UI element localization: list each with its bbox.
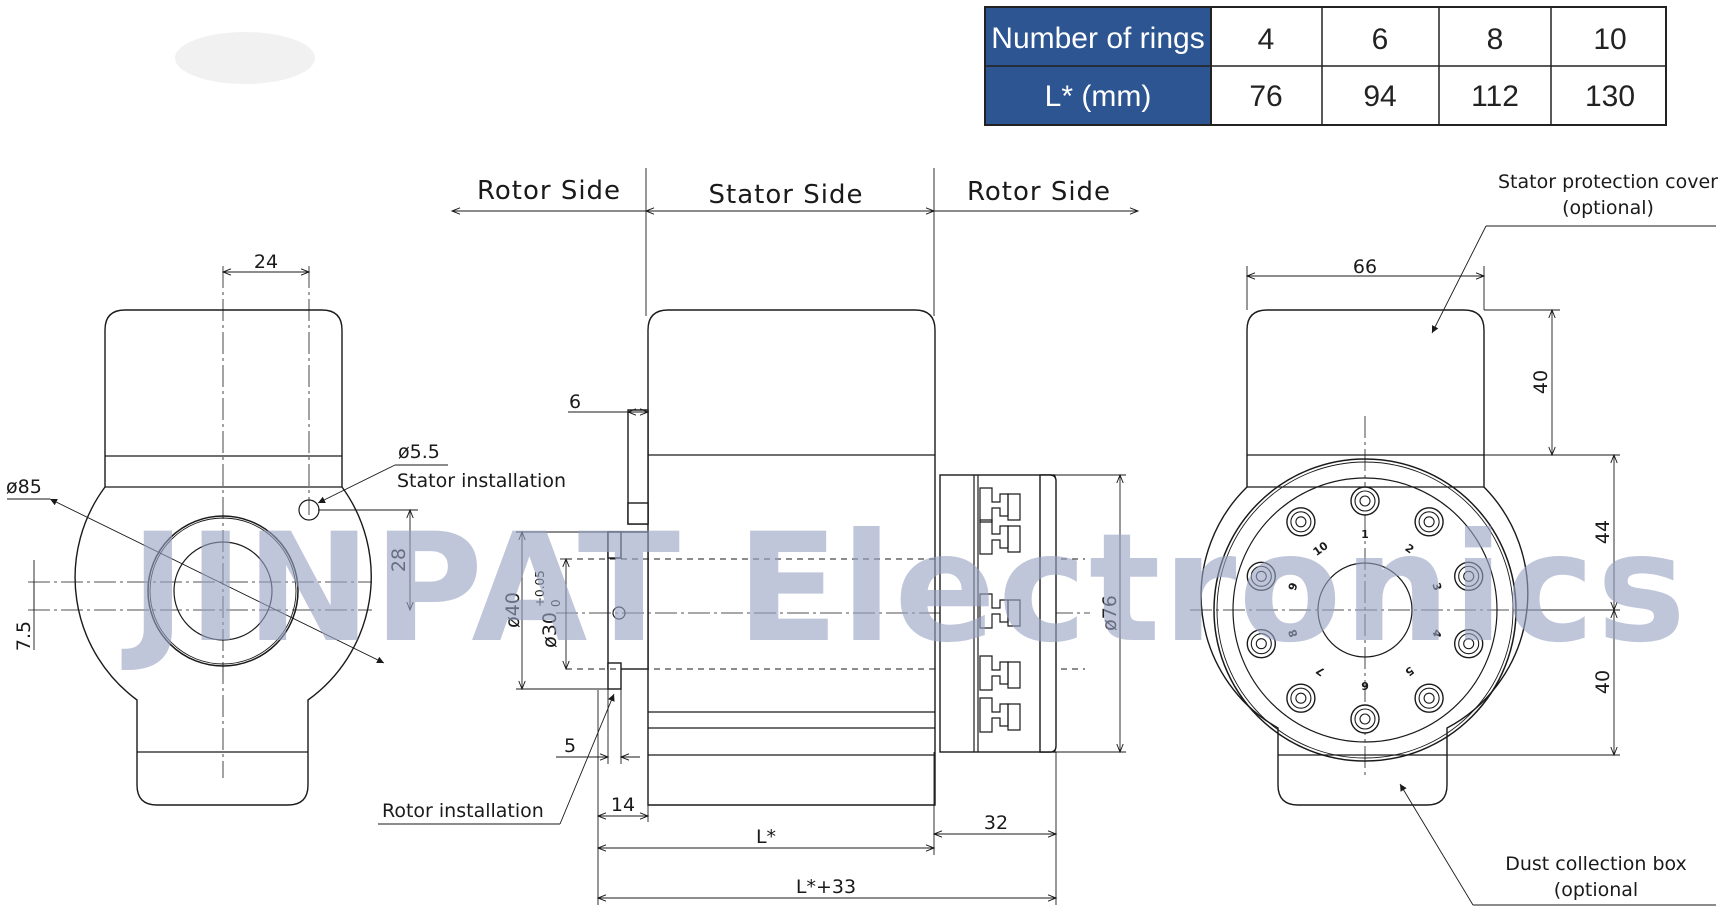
label-dust-box: Dust collection box <box>1505 853 1687 875</box>
dim-14: 14 <box>611 794 635 816</box>
ring-number-label: 9 <box>1286 581 1301 592</box>
dim-L-plus-33: L*+33 <box>796 876 856 898</box>
label-stator-installation: Stator installation <box>397 470 566 492</box>
dim-d76: ø76 <box>1099 595 1121 631</box>
ring-terminal-post <box>1350 486 1380 516</box>
dim-d85: ø85 <box>6 476 42 498</box>
dim-d30-tol-lower: 0 <box>549 599 563 607</box>
table-row1-label: Number of rings <box>991 22 1204 55</box>
dim-d40: ø40 <box>502 592 524 628</box>
spec-table: Number of rings L* (mm) 4 6 8 10 76 94 1… <box>984 6 1667 126</box>
table-cell-length: 130 <box>1585 80 1635 113</box>
dim-d30-tol-upper: +0.05 <box>533 570 547 607</box>
terminal-block <box>979 487 1021 733</box>
ring-number-label: 3 <box>1429 581 1444 592</box>
dim-66: 66 <box>1353 256 1377 278</box>
ring-number-label: 8 <box>1286 628 1301 639</box>
ring-terminal-post <box>1414 683 1444 713</box>
ring-terminal-post <box>1350 704 1380 734</box>
ring-terminal-post <box>1414 507 1444 537</box>
dim-d5-5: ø5.5 <box>398 441 440 463</box>
dim-32: 32 <box>984 812 1008 834</box>
ring-terminal-post <box>1453 561 1484 591</box>
table-cell-length: 94 <box>1363 80 1396 113</box>
table-cell-rings: 10 <box>1593 23 1626 56</box>
ring-terminal-post <box>1453 629 1484 659</box>
table-cell-length: 76 <box>1249 80 1282 113</box>
dim-7-5: 7.5 <box>13 621 35 651</box>
ring-number-label: 6 <box>1361 679 1369 692</box>
label-stator-side: Stator Side <box>709 180 864 210</box>
dim-6: 6 <box>569 391 581 413</box>
label-rotor-installation: Rotor installation <box>382 800 544 822</box>
label-rotor-side-left: Rotor Side <box>477 176 621 206</box>
ring-terminal-post <box>1246 629 1277 659</box>
ring-terminal-post <box>1286 507 1316 537</box>
ring-number-label: 4 <box>1429 628 1444 640</box>
dim-d30: ø30 <box>539 612 561 648</box>
side-view: Rotor Side Stator Side Rotor Side <box>378 168 1140 905</box>
smudge <box>175 32 315 84</box>
table-cell-rings: 8 <box>1487 23 1504 56</box>
ring-terminal-post <box>1246 561 1277 591</box>
table-cell-length: 112 <box>1471 80 1519 113</box>
dim-5: 5 <box>564 735 576 757</box>
label-stator-cover: Stator protection cover <box>1498 171 1718 193</box>
dim-44: 44 <box>1592 520 1614 544</box>
front-view: 24 28 7.5 ø85 ø5.5 Stator installation <box>6 251 566 806</box>
dim-40-right: 40 <box>1530 370 1552 394</box>
label-stator-cover-optional: (optional) <box>1562 197 1654 219</box>
dim-L: L* <box>756 826 776 848</box>
table-cell-rings: 4 <box>1258 23 1275 56</box>
dim-28: 28 <box>388 548 410 572</box>
ring-terminal-post <box>1286 683 1316 713</box>
table-row2-label: L* (mm) <box>1045 80 1152 113</box>
table-cell-rings: 6 <box>1372 23 1389 56</box>
dim-40-bottom: 40 <box>1592 670 1614 694</box>
dim-24: 24 <box>254 251 278 273</box>
watermark: JINPAT Electronics <box>121 502 1688 676</box>
label-dust-box-optional: (optional <box>1554 879 1638 901</box>
label-rotor-side-right: Rotor Side <box>967 177 1111 207</box>
ring-number-label: 1 <box>1361 528 1369 541</box>
